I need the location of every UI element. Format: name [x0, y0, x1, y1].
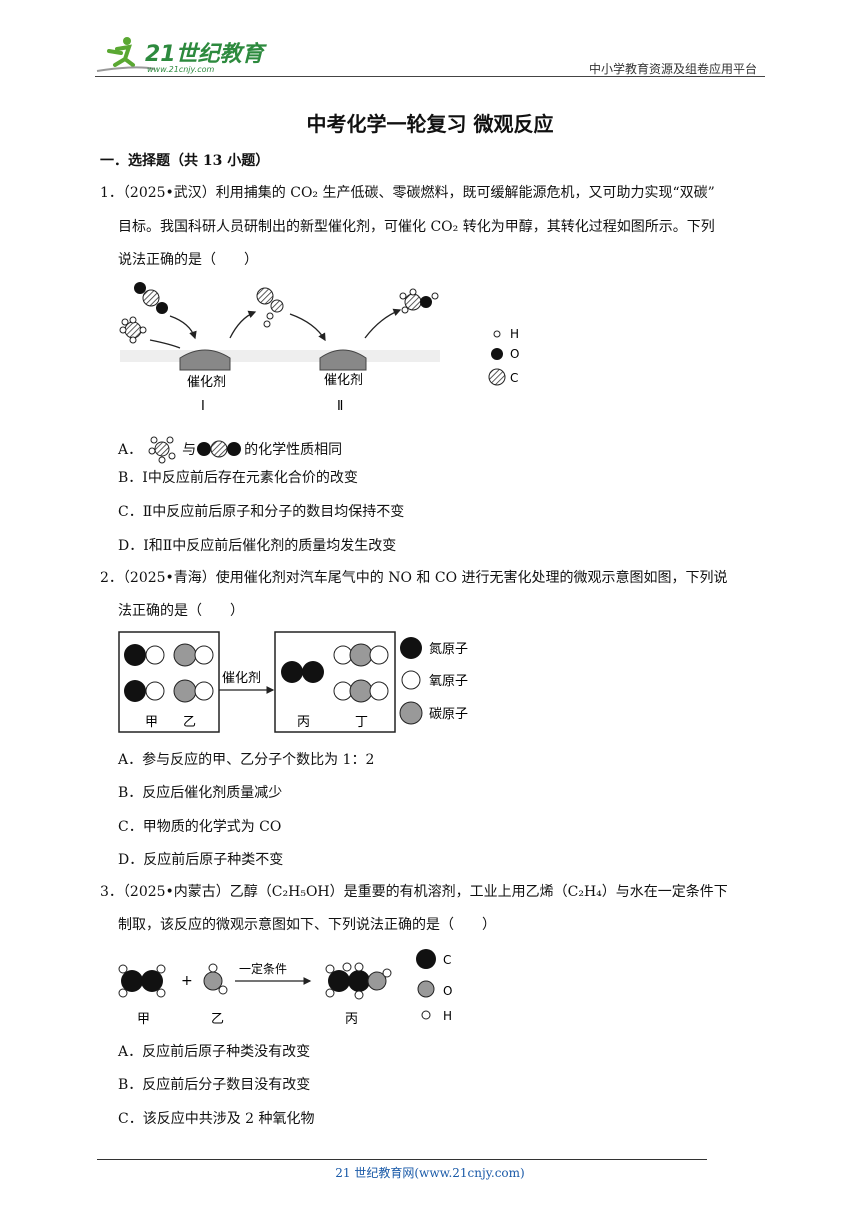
svg-text:H: H [443, 1009, 452, 1023]
svg-text:乙: 乙 [211, 1012, 224, 1027]
legend-o-icon [401, 670, 421, 690]
legend-o-icon [417, 980, 435, 998]
co-molecule [173, 679, 214, 703]
ethanol-molecule [325, 962, 392, 1000]
svg-text:催化剂: 催化剂 [187, 375, 226, 390]
svg-text:Ⅰ: Ⅰ [201, 399, 205, 414]
q3-line2: 制取，该反应的微观示意图如下、下列说法正确的是（ ） [118, 917, 496, 933]
runner-icon [96, 37, 156, 72]
svg-text:www.21cnjy.com: www.21cnjy.com [147, 65, 214, 74]
footer-divider [97, 1159, 707, 1160]
legend-c-icon [399, 701, 423, 725]
q2-option-b[interactable]: B．反应后催化剂质量减少 [118, 785, 283, 801]
q3-figure: + 一定条件 甲 乙 丙 C O H [118, 949, 452, 1027]
catalyst-2 [319, 349, 367, 371]
svg-text:+: + [181, 973, 193, 989]
co2-molecule [134, 282, 168, 314]
q3-line1: 3．（2025•内蒙古）乙醇（C₂H₅OH）是重要的有机溶剂，工业上用乙烯（C₂… [100, 884, 728, 900]
section-heading: 一．选择题（共 13 小题） [100, 153, 270, 169]
platform-name: 中小学教育资源及组卷应用平台 [588, 62, 757, 76]
svg-text:碳原子: 碳原子 [429, 707, 468, 722]
no-molecule [124, 680, 165, 702]
svg-text:催化剂: 催化剂 [222, 671, 261, 686]
q3-option-c[interactable]: C．该反应中共涉及 2 种氧化物 [118, 1111, 315, 1127]
methanol-molecule [399, 288, 439, 314]
legend-h-icon [421, 1010, 431, 1020]
co-molecule [173, 643, 214, 667]
molecule-a-icon [148, 436, 176, 464]
ethylene-molecule [118, 964, 166, 998]
co2-molecule [333, 643, 389, 667]
page-title: 中考化学一轮复习 微观反应 [306, 112, 554, 136]
svg-text:Ⅱ: Ⅱ [337, 399, 343, 414]
footer-link[interactable]: 21 世纪教育网(www.21cnjy.com) [335, 1166, 525, 1180]
logo: 21世纪教育 www.21cnjy.com [95, 35, 270, 75]
svg-text:C: C [443, 953, 451, 967]
svg-text:一定条件: 一定条件 [239, 961, 287, 976]
svg-text:丙: 丙 [297, 715, 310, 730]
q3-option-b[interactable]: B．反应前后分子数目没有改变 [118, 1077, 311, 1093]
q2-option-d[interactable]: D．反应前后原子种类不变 [118, 852, 284, 868]
svg-text:乙: 乙 [183, 715, 196, 730]
svg-text:C: C [510, 371, 518, 385]
legend-h-icon [493, 330, 501, 338]
svg-text:催化剂: 催化剂 [324, 373, 363, 388]
q1-line2: 目标。我国科研人员研制出的新型催化剂，可催化 CO₂ 转化为甲醇，其转化过程如图… [118, 219, 715, 235]
q1-line3: 说法正确的是（ ） [118, 252, 258, 268]
water-molecule [203, 963, 228, 995]
q2-figure: 甲 乙 催化剂 丙 丁 氮原子 氧原子 碳原子 [118, 631, 468, 733]
molecule-b-icon [197, 440, 242, 458]
svg-text:氧原子: 氧原子 [429, 674, 468, 689]
svg-text:丙: 丙 [345, 1012, 358, 1027]
q1-option-a[interactable]: A． 与 的化学性质相同 [118, 434, 342, 464]
catalyst-1 [179, 349, 231, 371]
header-divider [95, 76, 765, 77]
q2-option-c[interactable]: C．甲物质的化学式为 CO [118, 819, 282, 835]
svg-text:丁: 丁 [355, 715, 368, 730]
q1-line1: 1．（2025•武汉）利用捕集的 CO₂ 生产低碳、零碳燃料，既可缓解能源危机，… [100, 185, 715, 201]
q2-option-a[interactable]: A．参与反应的甲、乙分子个数比为 1：2 [118, 752, 375, 768]
n2-molecule [281, 661, 324, 683]
q2-line1: 2．（2025•青海）使用催化剂对汽车尾气中的 NO 和 CO 进行无害化处理的… [100, 570, 728, 586]
intermediate-molecule [256, 287, 284, 328]
q1-figure: 催化剂 Ⅰ 催化剂 Ⅱ H O C [119, 282, 519, 414]
svg-text:甲: 甲 [137, 1012, 150, 1027]
reactant-box [118, 631, 220, 733]
q1-option-c[interactable]: C．Ⅱ中反应前后原子和分子的数目均保持不变 [118, 504, 405, 520]
no-molecule [124, 644, 165, 666]
q3-option-a[interactable]: A．反应前后原子种类没有改变 [118, 1044, 311, 1060]
legend-c-icon [488, 368, 506, 386]
q1-option-d[interactable]: D．Ⅰ和Ⅱ中反应前后催化剂的质量均发生改变 [118, 538, 397, 554]
q1-option-b[interactable]: B．Ⅰ中反应前后存在元素化合价的改变 [118, 470, 358, 486]
q1-baseline [120, 350, 440, 362]
legend-o-icon [491, 348, 503, 360]
legend-c-icon [416, 949, 436, 969]
product-box [274, 631, 396, 733]
svg-text:氮原子: 氮原子 [429, 642, 468, 657]
svg-text:甲: 甲 [145, 715, 158, 730]
svg-text:O: O [443, 984, 452, 998]
legend-n-icon [400, 637, 422, 659]
svg-text:O: O [510, 347, 519, 361]
svg-text:21世纪教育: 21世纪教育 [145, 41, 268, 67]
svg-text:H: H [510, 327, 519, 341]
h2-cluster [119, 316, 147, 344]
q2-line2: 法正确的是（ ） [118, 603, 244, 619]
co2-molecule [333, 679, 389, 703]
